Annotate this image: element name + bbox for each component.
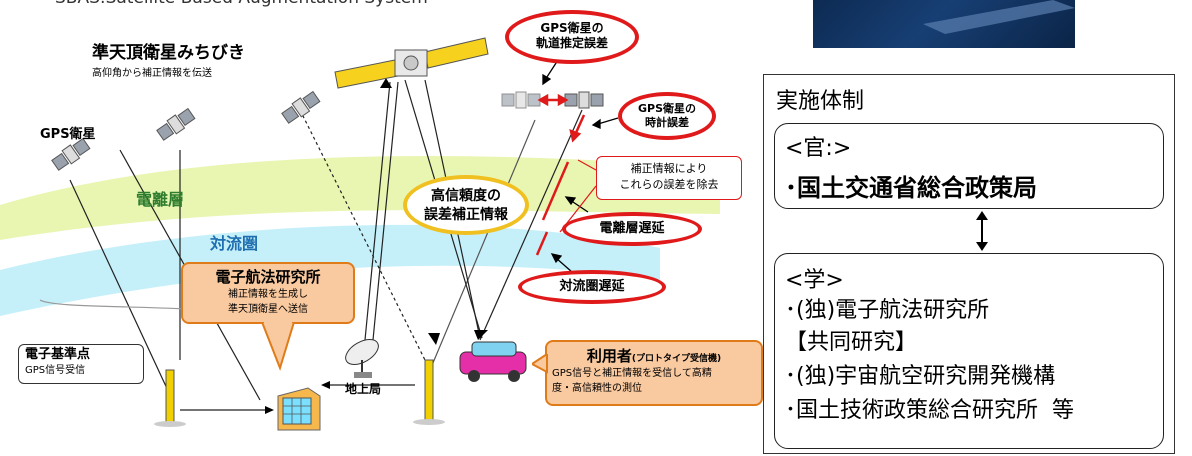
double-arrow-icon: [976, 211, 988, 251]
qzss-title: 準天頂衛星みちびき: [92, 43, 245, 63]
correction-note: 補正情報により これらの誤差を除去: [596, 156, 742, 200]
acad-item1: ･(独)電子航法研究所: [785, 298, 990, 323]
joint-item2: ･国土技術政策総合研究所 等: [785, 398, 1074, 423]
qzss-label: 準天頂衛星みちびき 高仰角から補正情報を伝送: [92, 38, 282, 79]
satellite-photo: [813, 0, 1075, 48]
arrowheads: [265, 78, 488, 414]
user-title-suffix: (プロトタイプ受信機): [631, 354, 722, 364]
user-line1: GPS信号と補正情報を受信して高精: [552, 368, 712, 379]
correction-note-line1: 補正情報により: [630, 162, 708, 175]
troposphere-label: 対流圏: [210, 234, 259, 253]
ground-station-dish: [345, 339, 379, 378]
orbit-error-line2: 軌道推定誤差: [535, 36, 608, 50]
troposphere-delay-callout: 対流圏遅延: [518, 270, 666, 304]
enri-callout: 電子航法研究所 補正情報を生成し 準天頂衛星へ送信: [181, 262, 355, 324]
academic-box: <学> ･(独)電子航法研究所 【共同研究】 ･(独)宇宙航空研究開発機構 ･国…: [774, 253, 1164, 449]
enri-line1: 補正情報を生成し: [228, 289, 308, 300]
qzss-satellite: [334, 37, 489, 89]
panel-title: 実施体制: [776, 89, 865, 114]
high-reliability-line2: 誤差補正情報: [424, 207, 508, 223]
photo-satellite-icon: [923, 0, 1075, 34]
user-car: [459, 341, 527, 382]
gps-satellites: [51, 90, 604, 171]
gov-heading: <官:>: [785, 136, 852, 161]
clock-error-callout: GPS衛星の 時計誤差: [618, 92, 716, 140]
reference-station-callout: 電子基準点 GPS信号受信: [18, 344, 144, 384]
user-callout-pointer: [532, 354, 548, 374]
user-title: 利用者: [586, 347, 632, 365]
gps-label: GPS衛星: [40, 127, 96, 142]
high-reliability-callout: 高信頼度の 誤差補正情報: [403, 175, 529, 235]
user-line2: 度・高信頼性の測位: [552, 383, 642, 394]
orbit-error-callout: GPS衛星の 軌道推定誤差: [505, 10, 639, 64]
reference-station-sub: GPS信号受信: [25, 365, 86, 376]
clock-error-line1: GPS衛星の: [637, 102, 696, 115]
gov-item: ･国土交通省総合政策局: [785, 174, 1037, 202]
troposphere-band: [0, 224, 660, 316]
joint-item1: ･(独)宇宙航空研究開発機構: [785, 364, 1056, 389]
error-arrows: [535, 93, 586, 256]
implementation-panel: 実施体制 <官:> ･国土交通省総合政策局 <学> ･(独)電子航法研究所 【共…: [763, 74, 1175, 454]
reference-station-title: 電子基準点: [25, 347, 91, 362]
enri-line2: 準天頂衛星へ送信: [228, 304, 308, 315]
top-caption: SBAS:Satellite-Based Augmentation System: [55, 0, 428, 8]
joint-heading: 【共同研究】: [785, 330, 918, 355]
government-box: <官:> ･国土交通省総合政策局: [774, 123, 1164, 209]
pointer-arrows: [542, 59, 619, 273]
ground-station-label: 地上局: [345, 382, 382, 396]
high-reliability-line1: 高信頼度の: [431, 188, 501, 204]
acad-heading: <学>: [785, 268, 844, 293]
user-callout: 利用者(プロトタイプ受信機) GPS信号と補正情報を受信して高精 度・高信頼性の…: [545, 340, 763, 406]
qzss-subtitle: 高仰角から補正情報を伝送: [92, 68, 212, 79]
correction-note-line2: これらの誤差を除去: [619, 178, 719, 191]
enri-callout-pointer: [260, 322, 296, 372]
orbit-error-line1: GPS衛星の: [540, 21, 604, 35]
enri-title: 電子航法研究所: [215, 268, 321, 286]
ionosphere-delay-callout: 電離層遅延: [562, 212, 702, 246]
enri-building: [277, 387, 321, 431]
clock-error-line2: 時計誤差: [645, 116, 689, 129]
reference-station-poles: [154, 359, 445, 427]
ionosphere-label: 電離層: [136, 190, 185, 209]
